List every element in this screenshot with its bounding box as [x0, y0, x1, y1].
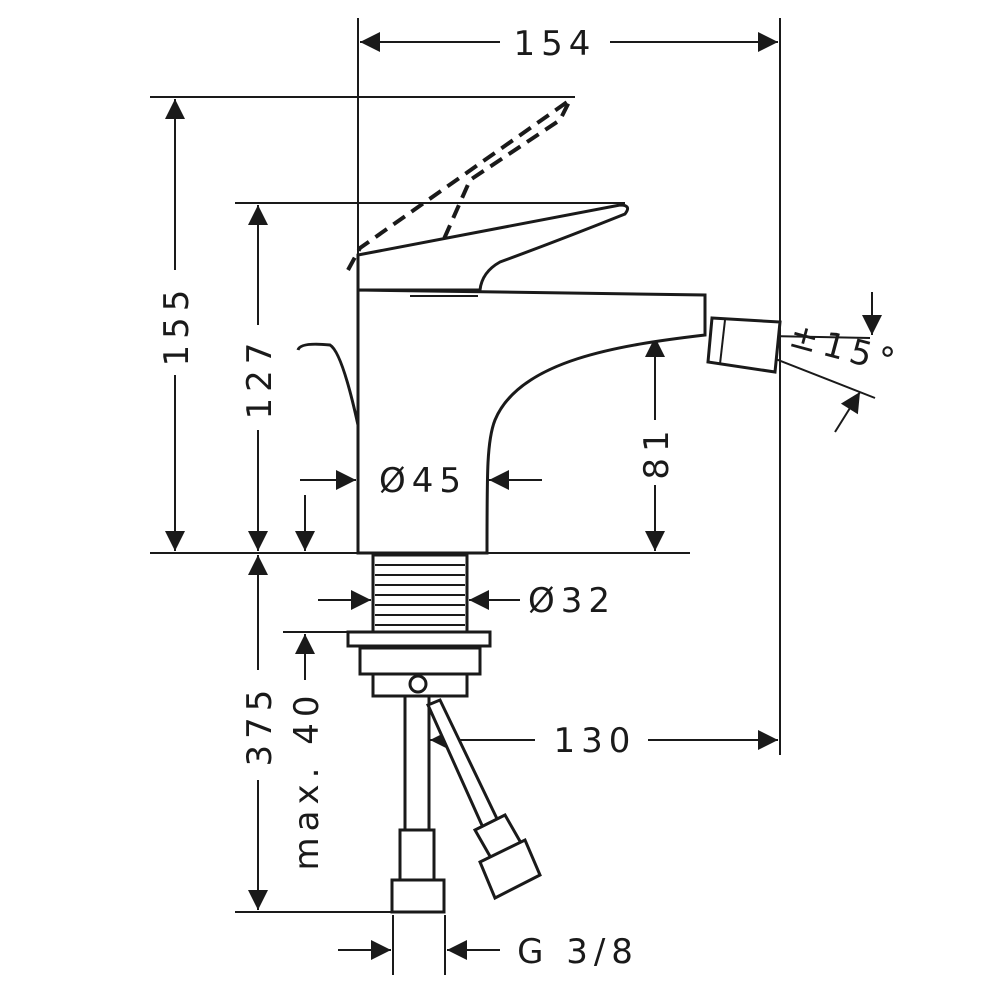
label-diameter-45: Ø45	[379, 461, 467, 501]
faucet-body	[356, 288, 707, 555]
thread-lines	[375, 564, 465, 626]
label-155: 155	[157, 284, 197, 367]
dimension-max-counter-thickness: max. 40	[287, 495, 327, 870]
label-375: 375	[240, 684, 280, 767]
dimension-body-diameter: Ø45	[300, 461, 542, 501]
label-plus-minus-15: ±15°	[785, 315, 904, 383]
dimension-overall-width: 154	[360, 24, 778, 64]
dimension-height-lever-open: 155	[157, 99, 197, 551]
fixing-nut	[358, 646, 482, 676]
label-diameter-32: Ø32	[528, 581, 616, 621]
dimension-spout-reach: 130	[430, 721, 778, 761]
hose-connector	[390, 878, 446, 914]
dimension-connection-thread: G 3/8	[338, 932, 639, 972]
hose-straight	[403, 694, 431, 832]
dimension-overall-height: 127	[240, 205, 280, 551]
faucet-drawing	[296, 98, 782, 914]
label-max-40: max. 40	[287, 690, 327, 871]
dimension-spout-angle: ±15°	[785, 292, 904, 433]
threaded-shank	[371, 553, 469, 634]
dimension-spout-height: 81	[637, 337, 677, 551]
aerator	[706, 316, 782, 374]
label-127: 127	[240, 337, 280, 420]
dimension-shank-diameter: Ø32	[318, 581, 616, 621]
washer	[346, 630, 492, 648]
dimension-hose-length: 375	[240, 555, 280, 910]
drain-pull-rod	[296, 342, 360, 426]
label-154: 154	[514, 24, 597, 64]
lever-open-position	[346, 98, 572, 271]
lever	[356, 203, 630, 292]
hose-fitting	[398, 828, 436, 882]
hose-angled	[426, 698, 503, 835]
label-130: 130	[554, 721, 637, 761]
label-g-3-8: G 3/8	[517, 932, 639, 972]
label-81: 81	[637, 424, 677, 479]
hose-angled-connector	[478, 837, 542, 901]
